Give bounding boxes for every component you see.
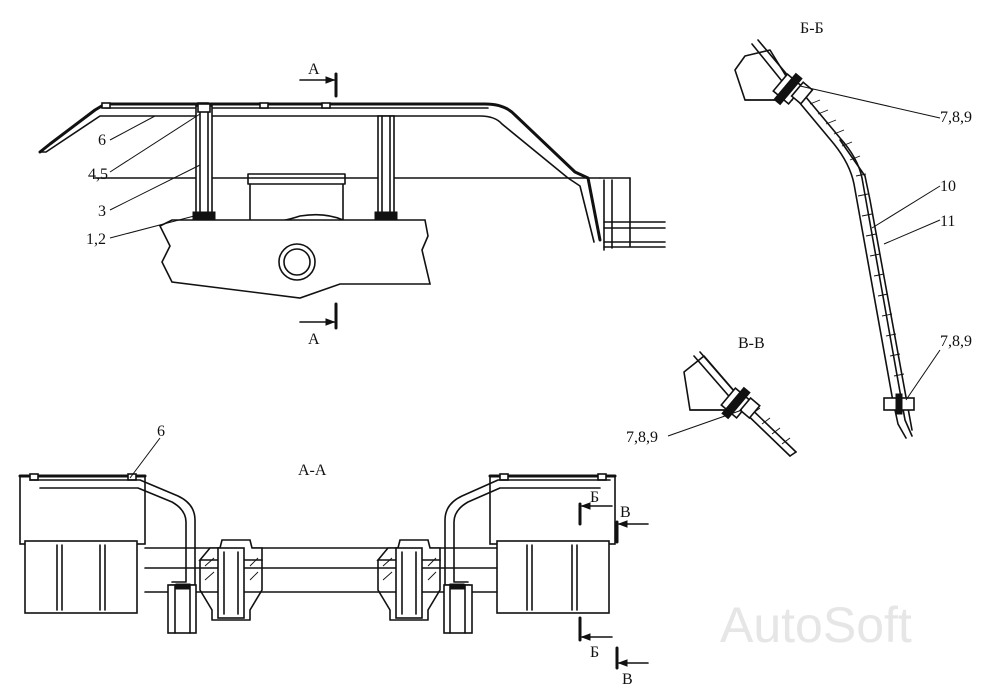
section-vv-title: В-В [738, 335, 765, 352]
bolt-bb-bottom [883, 393, 915, 415]
callout-vv-7-8-9: 7,8,9 [626, 429, 658, 446]
callout-bb-11: 11 [940, 213, 955, 230]
callout-1-2: 1,2 [86, 231, 106, 248]
section-a-top-label: А [308, 61, 320, 78]
section-aa-view: А-А [18, 423, 649, 688]
section-a-bottom-label: А [308, 331, 320, 348]
callout-4-5: 4,5 [88, 166, 108, 183]
cut-v-bottom-label: В [622, 671, 633, 688]
hatched-strip-bb [809, 99, 905, 377]
section-aa-title: А-А [298, 462, 327, 479]
cut-v-top-label: В [620, 504, 631, 521]
support-post-right [374, 115, 398, 220]
axle-hole-inner [283, 248, 311, 276]
callout-aa-6: 6 [157, 423, 165, 440]
bolt-vv [720, 386, 761, 420]
cut-b-top-label: Б [590, 489, 599, 506]
bolt-bb-top [772, 72, 814, 106]
section-bb-view: Б-Б [734, 20, 972, 439]
callout-bb-10: 10 [940, 178, 956, 195]
section-vv-view: В-В 7,8,9 [626, 335, 797, 457]
section-bb-title: Б-Б [800, 20, 824, 37]
channel-left [198, 539, 263, 621]
channel-right [376, 539, 441, 621]
callout-bb-7-8-9-top: 7,8,9 [940, 109, 972, 126]
side-view: А А 6 4,5 3 1,2 [38, 61, 666, 348]
fender-inner-contour [39, 115, 595, 243]
callout-bb-7-8-9-bottom: 7,8,9 [940, 333, 972, 350]
cut-b-bottom-label: Б [590, 644, 599, 661]
callout-6: 6 [98, 132, 106, 149]
watermark-text: AutoSoft [720, 597, 912, 653]
callout-3: 3 [98, 203, 106, 220]
support-post-left [192, 103, 216, 220]
